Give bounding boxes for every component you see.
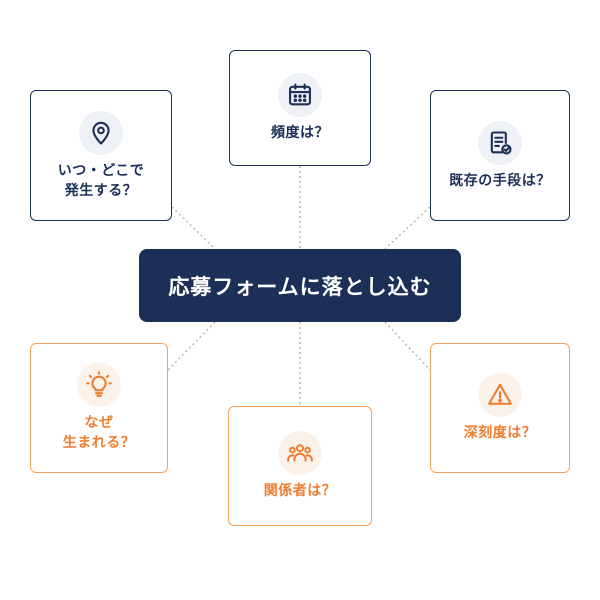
location-pin-icon [79,110,123,155]
node-frequency-label: 頻度は？ [271,125,329,141]
warning-triangle-icon [478,373,522,417]
node-when-where-label: いつ・どこで 発生する？ [57,162,145,199]
node-why-label: なぜ 生まれる？ [62,415,136,451]
lightbulb-icon [77,363,121,407]
connector-existing-means [384,206,431,250]
node-why: なぜ 生まれる？ [30,343,168,473]
connector-why [167,321,216,371]
people-group-icon [278,431,322,475]
node-stakeholders: 関係者は？ [228,406,372,526]
node-stakeholders-label: 関係者は？ [263,483,337,499]
node-frequency: 頻度は？ [229,50,371,166]
node-existing-means-label: 既存の手段は？ [449,172,551,189]
node-severity-label: 深刻度は？ [463,425,537,441]
node-when-where: いつ・どこで 発生する？ [30,90,172,221]
connector-when-where [171,206,216,250]
center-node-label: 応募フォームに落とし込む [168,274,432,299]
node-severity: 深刻度は？ [430,343,570,473]
connector-severity [384,321,431,371]
calendar-icon [278,73,322,117]
center-node: 応募フォームに落とし込む [139,249,461,322]
node-existing-means: 既存の手段は？ [430,90,570,221]
document-check-icon [478,120,522,165]
